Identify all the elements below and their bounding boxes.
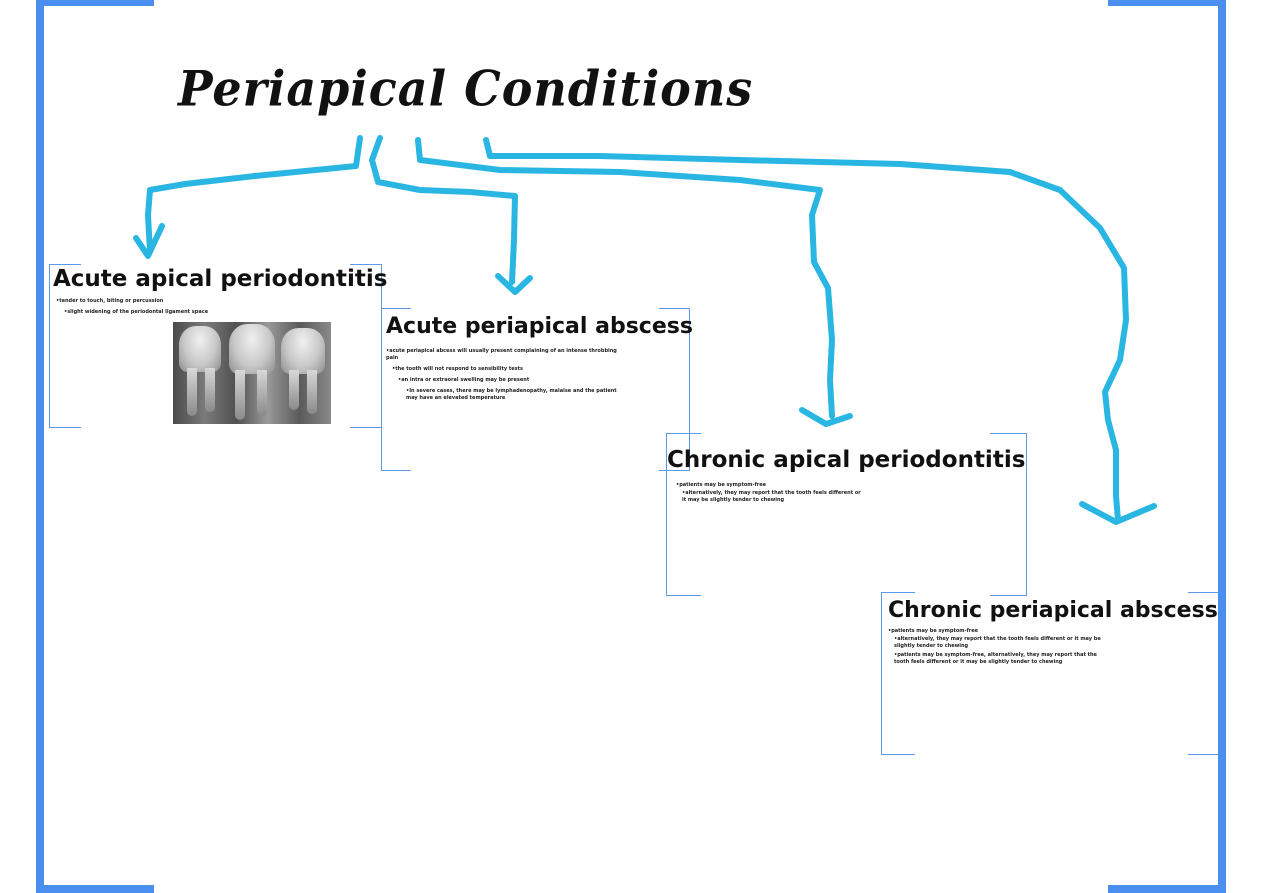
tooth-shape	[229, 324, 275, 374]
bracket-right	[1026, 433, 1027, 595]
bracket-top-right	[350, 264, 382, 265]
frame-heading: Acute periapical abscess	[386, 314, 693, 339]
bracket-top-right	[990, 433, 1027, 434]
bracket-bottom-left	[666, 595, 701, 596]
frame-points: •patients may be symptom-free •alternati…	[676, 482, 866, 508]
bracket-bottom-right	[990, 595, 1027, 596]
frame-left-edge	[36, 0, 44, 893]
bracket-top-left	[881, 592, 915, 593]
arrow-to-acute-periapical-abscess	[369, 135, 533, 295]
bracket-left	[49, 264, 50, 427]
bracket-bottom-left	[381, 470, 411, 471]
tooth-shape	[281, 328, 325, 374]
frame-right-edge	[1218, 0, 1226, 893]
frame-heading: Chronic periapical abscess	[888, 598, 1218, 623]
bracket-top-right	[1188, 592, 1218, 593]
point: •patients may be symptom-free	[676, 482, 767, 488]
point: •patients may be symptom-free, alternati…	[894, 652, 1097, 665]
frame-bottom-left-corner	[36, 885, 154, 893]
dental-xray-image	[173, 322, 331, 424]
point: •alternatively, they may report that the…	[894, 636, 1101, 649]
frame-top-left-corner	[36, 0, 154, 6]
root-shape	[205, 368, 215, 412]
arrow-to-chronic-apical-periodontitis	[415, 137, 853, 427]
arrow-to-chronic-periapical-abscess	[483, 137, 1157, 525]
frame-points: •acute periapical abcess will usually pr…	[386, 348, 626, 406]
bracket-top-right	[659, 308, 690, 309]
arrow-to-acute-apical-periodontitis	[133, 135, 363, 259]
root-shape	[257, 370, 267, 416]
bracket-left	[381, 308, 382, 470]
root-shape	[307, 370, 317, 414]
frame-heading: Acute apical periodontitis	[53, 266, 388, 292]
frame-bottom-right-corner	[1108, 885, 1226, 893]
root-shape	[235, 370, 245, 420]
root-shape	[289, 370, 299, 410]
bracket-left	[881, 592, 882, 754]
frame-points: •patients may be symptom-free •alternati…	[888, 628, 1108, 670]
tooth-shape	[179, 326, 221, 372]
page-title: Periapical Conditions	[178, 60, 754, 117]
point: •alternatively, they may report that the…	[682, 490, 861, 503]
frame-top-right-corner	[1108, 0, 1226, 6]
bracket-bottom-right	[659, 470, 690, 471]
bracket-left	[666, 433, 667, 595]
bracket-right	[689, 308, 690, 470]
point: •patients may be symptom-free	[888, 628, 979, 634]
point: •slight widening of the periodontal liga…	[64, 309, 209, 315]
point: •In severe cases, there may be lymphaden…	[406, 388, 617, 401]
bracket-top-left	[49, 264, 81, 265]
point: •tender to touch, biting or percussion	[56, 298, 164, 304]
bracket-top-left	[666, 433, 701, 434]
point: •acute periapical abcess will usually pr…	[386, 348, 617, 361]
frame-heading: Chronic apical periodontitis	[667, 447, 1026, 473]
bracket-bottom-left	[881, 754, 915, 755]
bracket-top-left	[381, 308, 411, 309]
point: •an intra or extraoral swelling may be p…	[398, 377, 530, 383]
bracket-bottom-right	[350, 427, 382, 428]
point: •the tooth will not respond to sensibili…	[392, 366, 523, 372]
bracket-bottom-right	[1188, 754, 1218, 755]
root-shape	[187, 368, 197, 416]
frame-points: •tender to touch, biting or percussion •…	[56, 298, 356, 320]
bracket-bottom-left	[49, 427, 81, 428]
